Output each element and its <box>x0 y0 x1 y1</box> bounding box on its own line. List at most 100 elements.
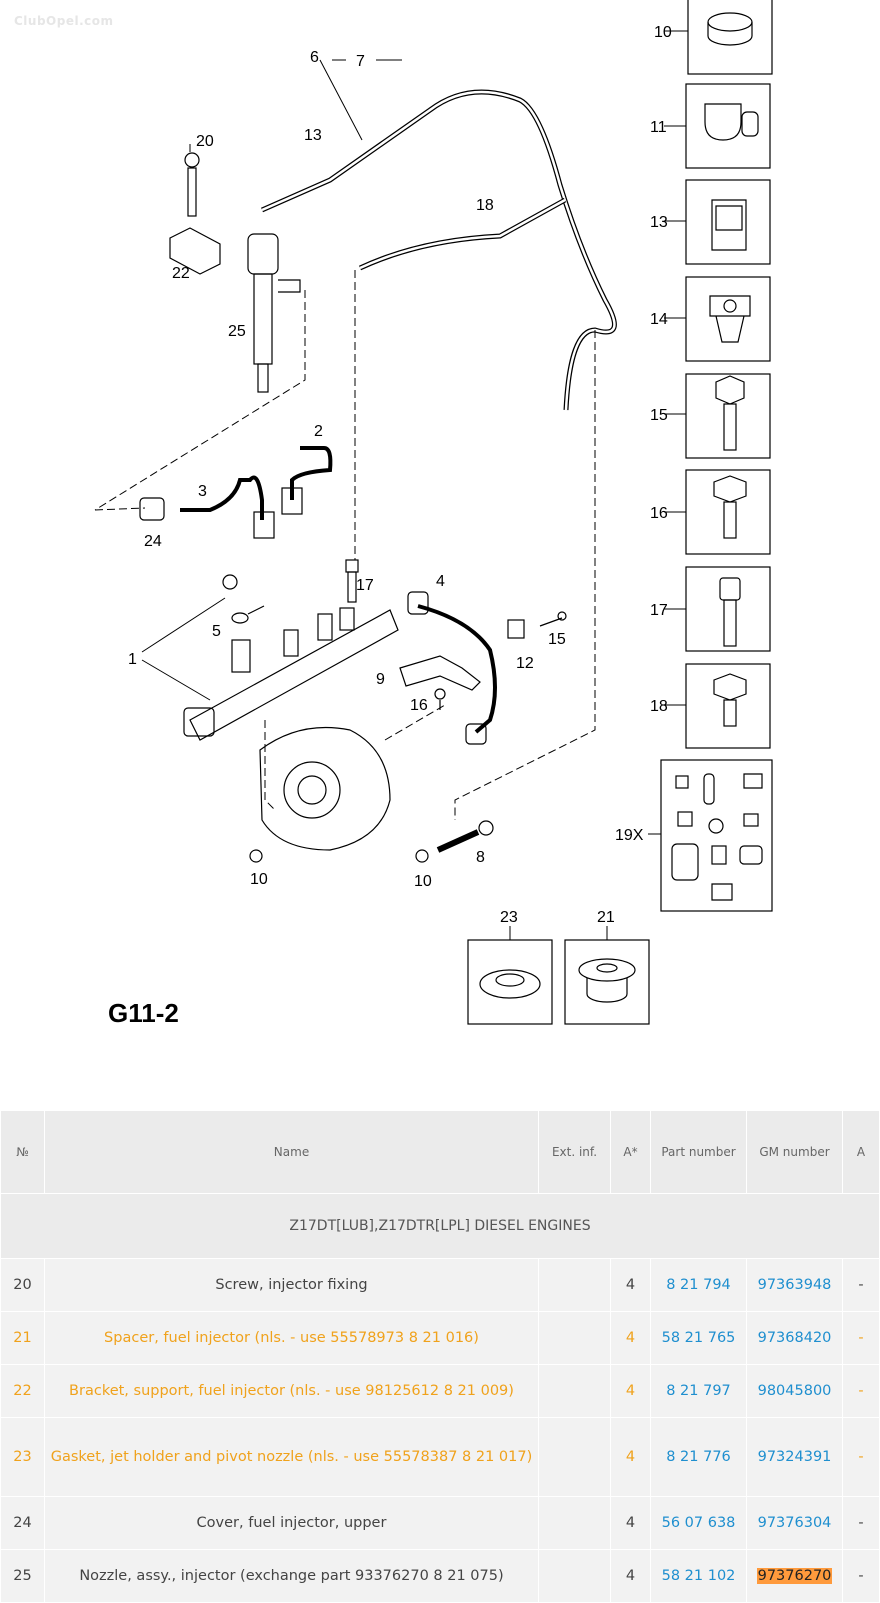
svg-text:11: 11 <box>650 119 667 136</box>
row-a: 4 <box>610 1549 651 1603</box>
row-a2: - <box>842 1311 880 1365</box>
svg-text:20: 20 <box>196 133 214 150</box>
part-box-18 <box>685 663 771 749</box>
row-name: Nozzle, assy., injector (exchange part 9… <box>44 1549 539 1603</box>
row-ext <box>538 1417 611 1497</box>
row-no: 24 <box>0 1496 45 1550</box>
part-number-link[interactable]: 8 21 776 <box>650 1417 747 1497</box>
parts-table: № Name Ext. inf. A* Part number GM numbe… <box>0 1110 880 1603</box>
part-number-link[interactable]: 58 21 765 <box>650 1311 747 1365</box>
row-a: 4 <box>610 1496 651 1550</box>
part-box-15 <box>685 373 771 459</box>
svg-text:5: 5 <box>212 623 221 640</box>
svg-text:14: 14 <box>650 311 668 328</box>
svg-text:24: 24 <box>144 533 162 550</box>
gm-number-link[interactable]: 97376270 <box>746 1549 843 1603</box>
svg-text:15: 15 <box>548 631 566 648</box>
gm-number-link[interactable]: 97324391 <box>746 1417 843 1497</box>
row-no: 23 <box>0 1417 45 1497</box>
svg-text:13: 13 <box>304 127 322 144</box>
gm-number-link[interactable]: 97376304 <box>746 1496 843 1550</box>
row-a: 4 <box>610 1258 651 1312</box>
col-name: Name <box>44 1110 539 1194</box>
col-gm-number: GM number <box>746 1110 843 1194</box>
svg-text:23: 23 <box>500 909 518 926</box>
svg-text:8: 8 <box>476 849 485 866</box>
row-ext <box>538 1549 611 1603</box>
part-box-21 <box>564 939 650 1025</box>
row-a2: - <box>842 1496 880 1550</box>
row-a2: - <box>842 1364 880 1418</box>
svg-text:13: 13 <box>650 214 668 231</box>
table-row: 25 Nozzle, assy., injector (exchange par… <box>0 1549 880 1603</box>
svg-text:17: 17 <box>356 577 374 594</box>
row-name: Cover, fuel injector, upper <box>44 1496 539 1550</box>
group-row: Z17DT[LUB],Z17DTR[LPL] DIESEL ENGINES <box>0 1193 880 1259</box>
svg-text:10: 10 <box>654 24 672 41</box>
part-box-14 <box>685 276 771 362</box>
svg-text:25: 25 <box>228 323 246 340</box>
col-part-number: Part number <box>650 1110 747 1194</box>
row-no: 25 <box>0 1549 45 1603</box>
svg-text:6: 6 <box>310 49 319 66</box>
gm-number-link[interactable]: 98045800 <box>746 1364 843 1418</box>
row-a: 4 <box>610 1417 651 1497</box>
row-ext <box>538 1364 611 1418</box>
watermark-logo: ClubOpel.com <box>14 14 114 28</box>
row-name: Spacer, fuel injector (nls. - use 555789… <box>44 1311 539 1365</box>
svg-text:16: 16 <box>650 505 668 522</box>
svg-text:1: 1 <box>128 651 137 668</box>
part-box-17 <box>685 566 771 652</box>
row-a: 4 <box>610 1364 651 1418</box>
svg-text:10: 10 <box>414 873 432 890</box>
row-a2: - <box>842 1417 880 1497</box>
svg-text:4: 4 <box>436 573 445 590</box>
col-a-star: A* <box>610 1110 651 1194</box>
row-name: Screw, injector fixing <box>44 1258 539 1312</box>
diagram-code: G11-2 <box>108 998 179 1028</box>
svg-text:15: 15 <box>650 407 668 424</box>
row-a: 4 <box>610 1311 651 1365</box>
row-no: 20 <box>0 1258 45 1312</box>
row-a2: - <box>842 1549 880 1603</box>
gm-number-link[interactable]: 97368420 <box>746 1311 843 1365</box>
svg-text:3: 3 <box>198 483 207 500</box>
table-row: 23 Gasket, jet holder and pivot nozzle (… <box>0 1417 880 1497</box>
svg-text:9: 9 <box>376 671 385 688</box>
svg-text:12: 12 <box>516 655 534 672</box>
row-name: Gasket, jet holder and pivot nozzle (nls… <box>44 1417 539 1497</box>
row-no: 22 <box>0 1364 45 1418</box>
table-row: 20 Screw, injector fixing 4 8 21 794 973… <box>0 1258 880 1312</box>
svg-text:17: 17 <box>650 602 668 619</box>
col-no: № <box>0 1110 45 1194</box>
svg-text:18: 18 <box>476 197 494 214</box>
row-no: 21 <box>0 1311 45 1365</box>
table-row: 21 Spacer, fuel injector (nls. - use 555… <box>0 1311 880 1365</box>
table-row: 24 Cover, fuel injector, upper 4 56 07 6… <box>0 1496 880 1550</box>
group-label: Z17DT[LUB],Z17DTR[LPL] DIESEL ENGINES <box>0 1193 880 1259</box>
svg-text:10: 10 <box>250 871 268 888</box>
part-number-link[interactable]: 8 21 794 <box>650 1258 747 1312</box>
part-box-10 <box>687 0 773 75</box>
part-number-link[interactable]: 58 21 102 <box>650 1549 747 1603</box>
svg-text:22: 22 <box>172 265 190 282</box>
col-ext: Ext. inf. <box>538 1110 611 1194</box>
gm-number-link[interactable]: 97363948 <box>746 1258 843 1312</box>
svg-text:18: 18 <box>650 698 668 715</box>
part-box-16 <box>685 469 771 555</box>
part-box-19x <box>660 759 773 912</box>
table-row: 22 Bracket, support, fuel injector (nls.… <box>0 1364 880 1418</box>
svg-text:16: 16 <box>410 697 428 714</box>
part-number-link[interactable]: 8 21 797 <box>650 1364 747 1418</box>
part-number-link[interactable]: 56 07 638 <box>650 1496 747 1550</box>
table-header: № Name Ext. inf. A* Part number GM numbe… <box>0 1110 880 1194</box>
col-a: A <box>842 1110 880 1194</box>
row-a2: - <box>842 1258 880 1312</box>
svg-text:2: 2 <box>314 423 323 440</box>
search-highlight: 97376270 <box>756 1567 833 1584</box>
row-ext <box>538 1496 611 1550</box>
svg-text:21: 21 <box>597 909 615 926</box>
parts-diagram: 10 11 13 14 15 16 17 18 19X 23 21 6 7 13… <box>94 0 773 1025</box>
row-ext <box>538 1311 611 1365</box>
row-ext <box>538 1258 611 1312</box>
